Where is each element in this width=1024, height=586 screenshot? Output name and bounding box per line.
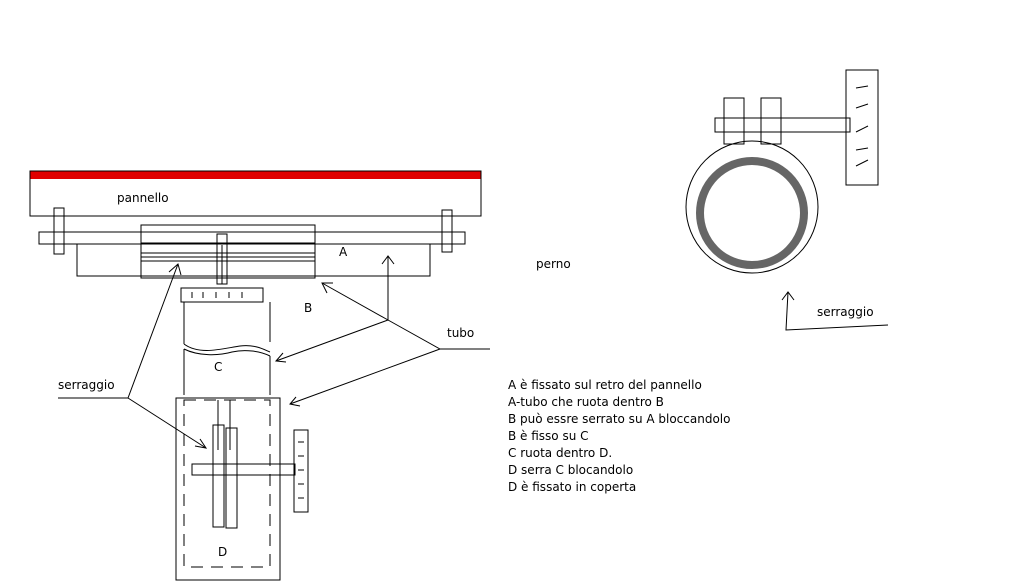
- label-d: D: [218, 545, 227, 559]
- tubo-to-d: [289, 348, 441, 405]
- part-d: [175, 397, 309, 581]
- label-pannello: pannello: [117, 191, 169, 205]
- label-b: B: [304, 301, 312, 315]
- pin-outer-ring: [685, 140, 819, 274]
- tubo-arrow-b: [321, 282, 333, 294]
- label-a: A: [339, 245, 348, 259]
- bolt-right: [441, 209, 453, 253]
- part-a-sleeve: [140, 224, 316, 279]
- panel: [29, 170, 482, 217]
- serraggio-arrow-top: [168, 263, 182, 276]
- part-b: [183, 302, 271, 353]
- part-d-outer: [175, 397, 281, 581]
- tubo-leader: [387, 319, 490, 350]
- bolt-left: [53, 207, 65, 255]
- label-c: C: [214, 360, 222, 374]
- label-tubo: tubo: [447, 326, 474, 340]
- pin-gray-ring: [696, 157, 808, 269]
- knob-tick: [855, 85, 869, 89]
- clamp-ear-left: [723, 97, 745, 145]
- callouts: [58, 255, 490, 449]
- label-perno: perno: [536, 257, 571, 271]
- lower-clamp-plate-2: [225, 427, 238, 529]
- lower-clamp-bolt: [191, 463, 296, 476]
- panel-body: [29, 170, 482, 217]
- note-line: A è fissato sul retro del pannello: [508, 378, 702, 392]
- knob-tick: [855, 147, 869, 151]
- tubo-to-c: [275, 319, 389, 362]
- label-serraggio-left: serraggio: [58, 378, 115, 392]
- top-clamp-knob: [180, 287, 264, 303]
- tubo-arrow-c: [274, 352, 287, 363]
- part-d-inner: [183, 399, 271, 568]
- note-line: D è fissato in coperta: [508, 480, 637, 494]
- clamp-ear-right: [760, 97, 782, 145]
- note-line: C ruota dentro D.: [508, 446, 613, 460]
- top-clamp: [180, 233, 264, 303]
- label-serraggio-right: serraggio: [817, 305, 874, 319]
- part-a-body: [76, 244, 431, 277]
- note-line: B è fisso su C: [508, 429, 589, 443]
- lower-clamp-plate: [212, 424, 225, 528]
- serraggio-right-arrow: [781, 291, 795, 301]
- note-line: B può essre serrato su A bloccandolo: [508, 412, 731, 426]
- part-a: [38, 207, 466, 279]
- knob-tick: [855, 159, 869, 167]
- part-b-break: [183, 343, 271, 353]
- clamp-screw: [714, 117, 851, 133]
- serraggio-right-leader: [785, 291, 889, 331]
- part-c-top: [183, 348, 271, 357]
- note-line: A-tubo che ruota dentro B: [508, 395, 664, 409]
- serraggio-arrow-bottom: [194, 438, 208, 449]
- tubo-arrow-a: [381, 255, 395, 265]
- serraggio-leader-2: [127, 397, 207, 449]
- tubo-to-b: [321, 282, 389, 321]
- panel-red-edge: [30, 171, 481, 179]
- notes-list: A è fissato sul retro del pannello A-tub…: [508, 377, 730, 496]
- part-c: [183, 348, 271, 450]
- tubo-arrow-d: [289, 396, 301, 407]
- pin-section: [685, 69, 889, 331]
- knob-tick: [855, 125, 869, 133]
- clamp-knob: [845, 69, 879, 186]
- knob-tick: [855, 103, 869, 109]
- part-a-rail: [38, 231, 466, 245]
- lower-clamp-knob: [293, 429, 309, 513]
- note-line: D serra C blocandolo: [508, 463, 634, 477]
